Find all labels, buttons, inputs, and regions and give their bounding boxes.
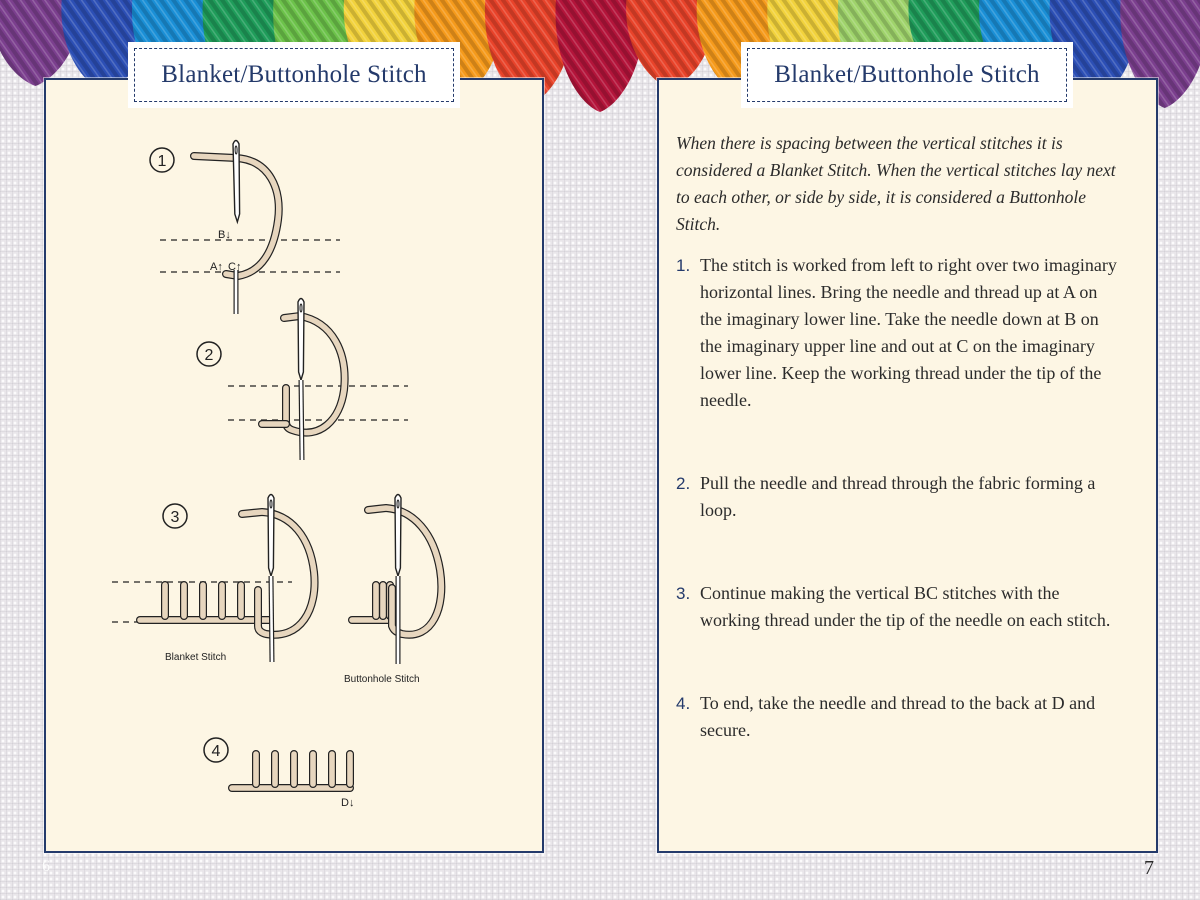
step-number-2: 2. xyxy=(676,474,691,493)
step-number-3: 3. xyxy=(676,584,691,603)
right-page-number: 7 xyxy=(1144,857,1154,879)
floss-twist xyxy=(555,0,645,112)
left-page-title: Blanket/Buttonhole Stitch xyxy=(161,61,427,88)
right-page xyxy=(657,78,1158,853)
right-page-title: Blanket/Buttonhole Stitch xyxy=(774,61,1040,88)
left-page xyxy=(44,78,544,853)
step-item-3: 3. Continue making the vertical BC stitc… xyxy=(676,580,1121,634)
step-list: 1. The stitch is worked from left to rig… xyxy=(676,252,1121,744)
step-number-1: 1. xyxy=(676,256,691,275)
step-item-1: 1. The stitch is worked from left to rig… xyxy=(676,252,1121,414)
floss-twist xyxy=(0,0,80,86)
left-page-title-tab: Blanket/Buttonhole Stitch xyxy=(128,42,460,108)
floss-twist xyxy=(626,0,716,89)
intro-paragraph: When there is spacing between the vertic… xyxy=(676,133,1116,234)
step-text-1: The stitch is worked from left to right … xyxy=(700,255,1117,410)
step-text-2: Pull the needle and thread through the f… xyxy=(700,473,1096,520)
left-page-number: 6 xyxy=(42,858,50,875)
step-text-4: To end, take the needle and thread to th… xyxy=(700,693,1096,740)
step-item-4: 4. To end, take the needle and thread to… xyxy=(676,690,1121,744)
step-text-3: Continue making the vertical BC stitches… xyxy=(700,583,1111,630)
instructions: When there is spacing between the vertic… xyxy=(676,130,1121,744)
right-page-title-tab: Blanket/Buttonhole Stitch xyxy=(741,42,1073,108)
step-item-2: 2. Pull the needle and thread through th… xyxy=(676,470,1121,524)
step-number-4: 4. xyxy=(676,694,691,713)
